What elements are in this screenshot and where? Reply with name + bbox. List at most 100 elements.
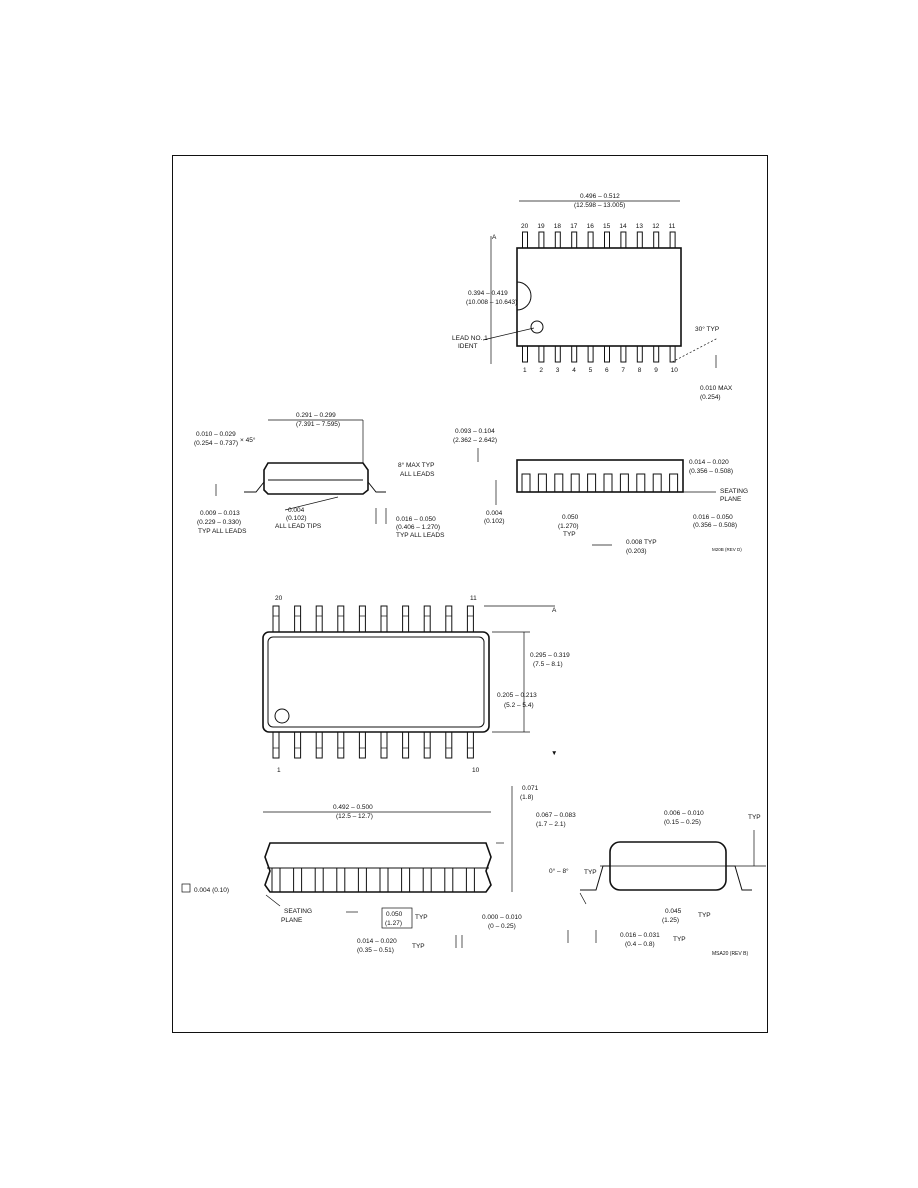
ssop-top-pins [272, 605, 474, 633]
front-shoulder-mm: (0.356 – 0.508) [693, 522, 737, 529]
ssop-side-lead [401, 867, 411, 893]
soic-bottom-pin [636, 345, 643, 363]
soic-bottom-pin-number: 6 [605, 367, 609, 374]
side-view-soic: 0.291 – 0.299 (7.391 – 7.595) 0.010 – 0.… [194, 412, 445, 539]
ssop-top-pin [358, 605, 366, 633]
end-angle-typ: TYP [584, 869, 597, 876]
front-drawing-code: M20B (REV D) [712, 547, 742, 552]
ssop-bottom-pin [445, 731, 453, 759]
soic-top-pin-number: 16 [587, 223, 595, 230]
front-lead [587, 473, 597, 493]
ssop-top-pin [423, 605, 431, 633]
ssop-top-pin [445, 605, 453, 633]
end-leadthk-in: 0.006 – 0.010 [664, 810, 704, 817]
soic-top-pin [571, 231, 578, 249]
ssop-pin-ten: 10 [472, 767, 480, 774]
side-leadthk-note: TYP ALL LEADS [198, 528, 247, 535]
side-chamfer-angle: × 45° [240, 436, 256, 444]
front-view-leads [521, 473, 679, 493]
soic-top-pin [620, 231, 627, 249]
front-pitch-in: 0.050 [562, 514, 579, 521]
front-lead [619, 473, 629, 493]
soic-bottom-pin [669, 345, 676, 363]
front-lead [554, 473, 564, 493]
ssop-bottom-pin [337, 731, 345, 759]
ssop-body-mm: (1.7 – 2.1) [536, 821, 566, 828]
soic-bottom-pin-number: 7 [621, 367, 625, 374]
lead-ident-1: LEAD NO. 1 [452, 335, 488, 342]
ssop-length-mm: (12.5 – 12.7) [336, 813, 373, 820]
side-width-mm: (7.391 – 7.595) [296, 421, 340, 428]
front-lead [570, 473, 580, 493]
ssop-height-mm: (1.8) [520, 794, 533, 801]
side-foot-note: TYP ALL LEADS [396, 532, 445, 539]
ssop-side-lead [357, 867, 367, 893]
side-chamfer-mm: (0.254 – 0.737) [194, 440, 238, 447]
ssop-label-b: ▼ [551, 750, 557, 757]
front-height-in: 0.093 – 0.104 [455, 428, 495, 435]
lead-ident-2: IDENT [458, 343, 478, 350]
pin1-notch [516, 281, 532, 311]
ssop-coplanarity: 0.004 (0.10) [194, 887, 229, 894]
top-length-in: 0.496 – 0.512 [580, 193, 620, 200]
ssop-side-lead [444, 867, 454, 893]
front-stand-in: 0.004 [486, 510, 503, 517]
top-max-in: 0.010 MAX [700, 385, 733, 392]
soic-top-pin-number: 12 [652, 223, 660, 230]
pitch-box [381, 907, 413, 929]
soic-top-pin [669, 231, 676, 249]
ssop-bottom-pin [358, 731, 366, 759]
soic-top-pin-number: 18 [554, 223, 562, 230]
top-view-body [516, 247, 682, 347]
side-foot-mm: (0.406 – 1.270) [396, 524, 440, 531]
soic-top-pin-number: 15 [603, 223, 611, 230]
front-leadw-mm: (0.356 – 0.508) [689, 468, 733, 475]
front-seating-2: PLANE [720, 496, 742, 503]
soic-top-pin [587, 231, 594, 249]
soic-bottom-pin [522, 345, 528, 363]
soic-top-pin-number: 20 [521, 223, 529, 230]
soic-bottom-pin-number: 8 [638, 367, 642, 374]
top-width-mm: (10.008 – 10.643) [466, 299, 517, 306]
ssop-leadw-typ: TYP [412, 943, 425, 950]
ssop-body-in: 0.067 – 0.083 [536, 812, 576, 819]
ssop-label-a: A [552, 607, 557, 614]
ssop-bottom-pin [315, 731, 323, 759]
ssop-seating-1: SEATING [284, 908, 312, 915]
end-foot-typ: TYP [698, 912, 711, 919]
top-view-ssop: 20 11 1 10 A ▼ 0.295 – 0.319 (7.5 – 8.1)… [262, 595, 570, 774]
ssop-bottom-pin [402, 731, 410, 759]
ssop-side-lead [271, 867, 281, 893]
ssop-top-pin [294, 605, 302, 633]
soic-bottom-pin [538, 345, 545, 363]
front-pitch-mm: (1.270) [558, 523, 579, 530]
soic-top-pin [538, 231, 545, 249]
soic-top-pin-number: 19 [537, 223, 545, 230]
side-tips-in: 0.004 [288, 507, 305, 514]
front-lead [537, 473, 547, 493]
seating-leader [265, 894, 281, 907]
soic-top-pin [522, 231, 528, 249]
ssop-bottom-pin [380, 731, 388, 759]
front-lead [636, 473, 646, 493]
top-width-in: 0.394 – 0.419 [468, 290, 508, 297]
drawing-frame [172, 155, 768, 1033]
side-leadthk-in: 0.009 – 0.013 [200, 510, 240, 517]
soic-bottom-pin [587, 345, 594, 363]
ssop-height-in: 0.071 [522, 785, 539, 792]
ssop-leadw-mm: (0.35 – 0.51) [357, 947, 394, 954]
soic-bottom-pin-number: 4 [572, 367, 576, 374]
end-view-ssop: 0.006 – 0.010 (0.15 – 0.25) TYP 0° – 8° … [549, 810, 766, 957]
ssop-seating-2: PLANE [281, 917, 303, 924]
ssop-end-lead-right [726, 865, 752, 891]
ssop-top-pin [337, 605, 345, 633]
front-shoulder2-mm: (0.203) [626, 548, 647, 555]
front-pitch-typ: TYP [563, 531, 576, 538]
front-leadw-in: 0.014 – 0.020 [689, 459, 729, 466]
ssop-stand-in: 0.000 – 0.010 [482, 914, 522, 921]
ssop-pin-one: 1 [277, 767, 281, 774]
angle-leader [579, 892, 587, 905]
soic-top-pin-number: 14 [619, 223, 627, 230]
